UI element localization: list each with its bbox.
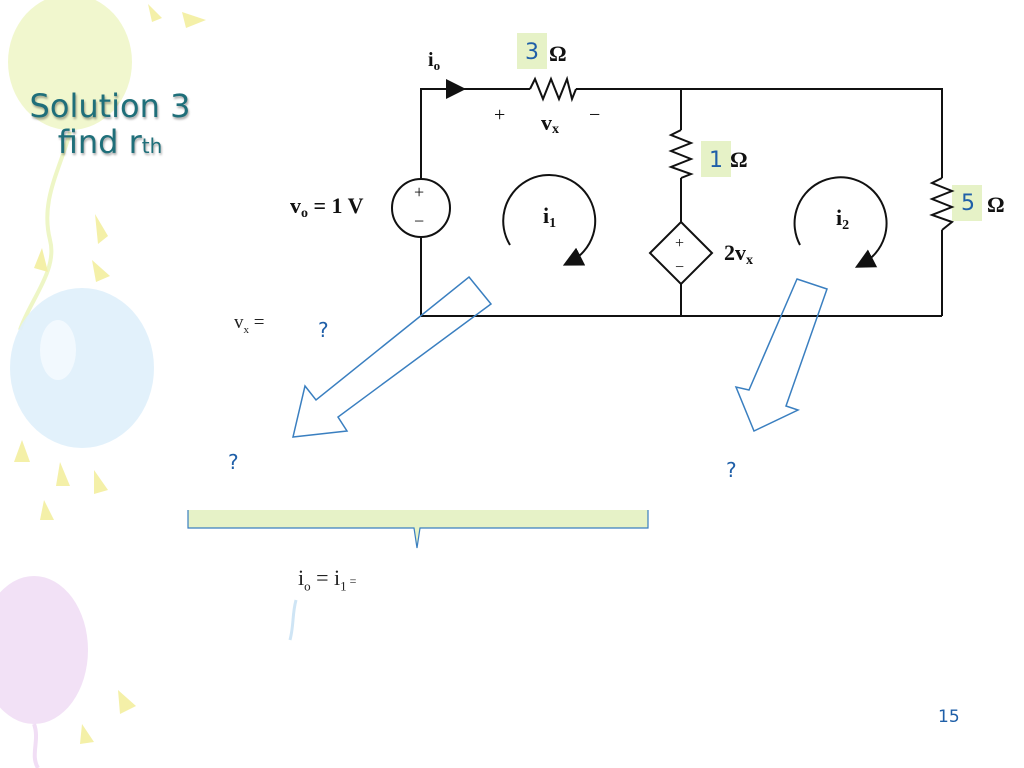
title-find-r: find r (57, 123, 142, 161)
ray (95, 214, 108, 244)
label-source-minus: − (414, 211, 424, 231)
io-eq-tail: = (346, 574, 357, 588)
label-mesh-i1: i1 (543, 203, 556, 231)
wire-left-top (420, 88, 530, 180)
resistor-1ohm (668, 129, 694, 179)
label-5-value: 5 (961, 191, 975, 216)
io-eq-sub: o (304, 578, 311, 594)
label-vx-minus: − (589, 104, 600, 126)
slide-title: Solution 3 find rth (0, 88, 220, 164)
title-line-2: find rth (0, 124, 220, 164)
mesh-i2-arrow (793, 176, 888, 268)
label-1-unit: Ω (730, 147, 748, 172)
yellow-balloon-string (18, 131, 72, 331)
label-vx: vx (541, 110, 559, 137)
label-3-unit: Ω (549, 41, 567, 66)
io-equation: io = i1 = (298, 565, 356, 594)
label-source: vo = 1 V (290, 193, 364, 221)
hollow-arrow-right (734, 278, 828, 433)
question-vx: ? (318, 318, 329, 342)
label-source-plus: + (414, 182, 424, 202)
label-io: io (428, 49, 440, 73)
highlight-3ohm (517, 33, 547, 69)
page-number: 15 (938, 707, 960, 727)
io-eq-sub2: 1 (340, 578, 347, 594)
label-vx-plus: + (494, 104, 505, 126)
brace-outline (187, 510, 649, 549)
hollow-arrow-left (292, 275, 493, 438)
resistor-3ohm (529, 75, 577, 103)
ray (14, 440, 30, 462)
wires (420, 88, 943, 317)
ray (80, 724, 94, 744)
label-5-unit: Ω (987, 192, 1005, 217)
ray (148, 4, 162, 22)
purple-balloon-string (32, 723, 40, 768)
io-eq-label: i (298, 565, 305, 590)
voltage-source (391, 178, 451, 238)
resistor-5ohm (929, 177, 955, 231)
ray (34, 248, 48, 272)
mesh-i1-arrow (502, 173, 597, 266)
blue-ribbon (288, 599, 298, 641)
highlight-5ohm (952, 185, 982, 221)
wire-top-mid (576, 88, 943, 178)
question-right: ? (726, 458, 737, 482)
vx-eq-label: v (234, 312, 244, 333)
ray (56, 462, 70, 486)
label-dep-minus: − (675, 259, 684, 276)
io-eq-mid: = i (310, 565, 341, 590)
yellow-balloon (8, 0, 132, 130)
label-mesh-i2: i2 (836, 205, 849, 233)
label-1-value: 1 (709, 148, 723, 173)
vx-eq-sub: x (243, 323, 250, 336)
blue-balloon-shine (40, 320, 76, 380)
brace-bar (188, 510, 648, 548)
ray (182, 12, 206, 28)
label-3-value: 3 (525, 40, 539, 65)
vx-eq-sign: = (249, 312, 265, 333)
label-dep-plus: + (675, 235, 684, 252)
title-line-1: Solution 3 (29, 87, 191, 125)
label-dep-value: 2vx (724, 240, 753, 268)
highlight-1ohm (701, 141, 731, 177)
title-subscript-th: th (141, 134, 163, 158)
ray (118, 690, 136, 714)
ray (92, 260, 110, 282)
dependent-source (648, 220, 714, 286)
vx-equation: vx = (234, 312, 264, 336)
ray (40, 500, 54, 520)
purple-balloon (0, 576, 88, 724)
ray (94, 470, 108, 494)
question-left: ? (228, 450, 239, 474)
